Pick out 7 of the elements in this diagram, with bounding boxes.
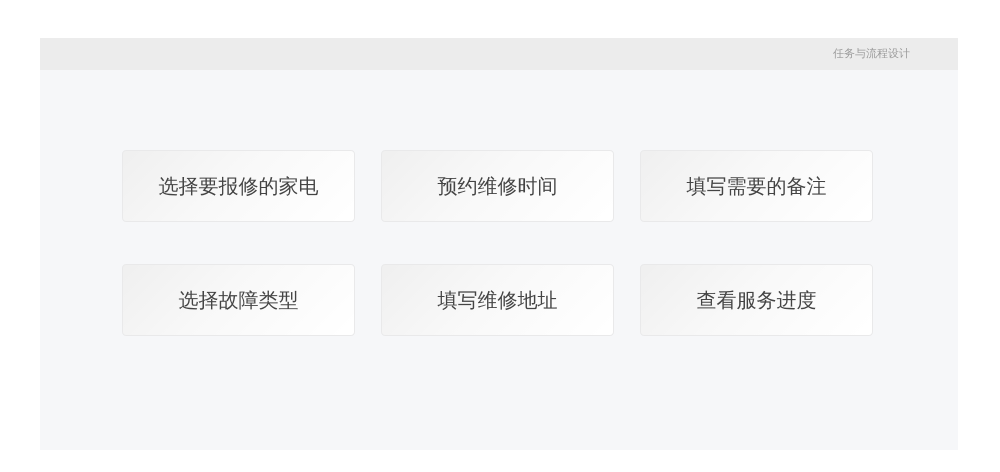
step-label: 填写需要的备注 bbox=[686, 173, 826, 199]
step-label: 预约维修时间 bbox=[438, 173, 558, 199]
step-label: 选择故障类型 bbox=[178, 287, 298, 313]
step-label: 选择要报修的家电 bbox=[158, 173, 318, 199]
step-label: 查看服务进度 bbox=[696, 287, 816, 313]
step-label: 填写维修地址 bbox=[438, 287, 558, 313]
section-title: 任务与流程设计 bbox=[833, 46, 910, 62]
